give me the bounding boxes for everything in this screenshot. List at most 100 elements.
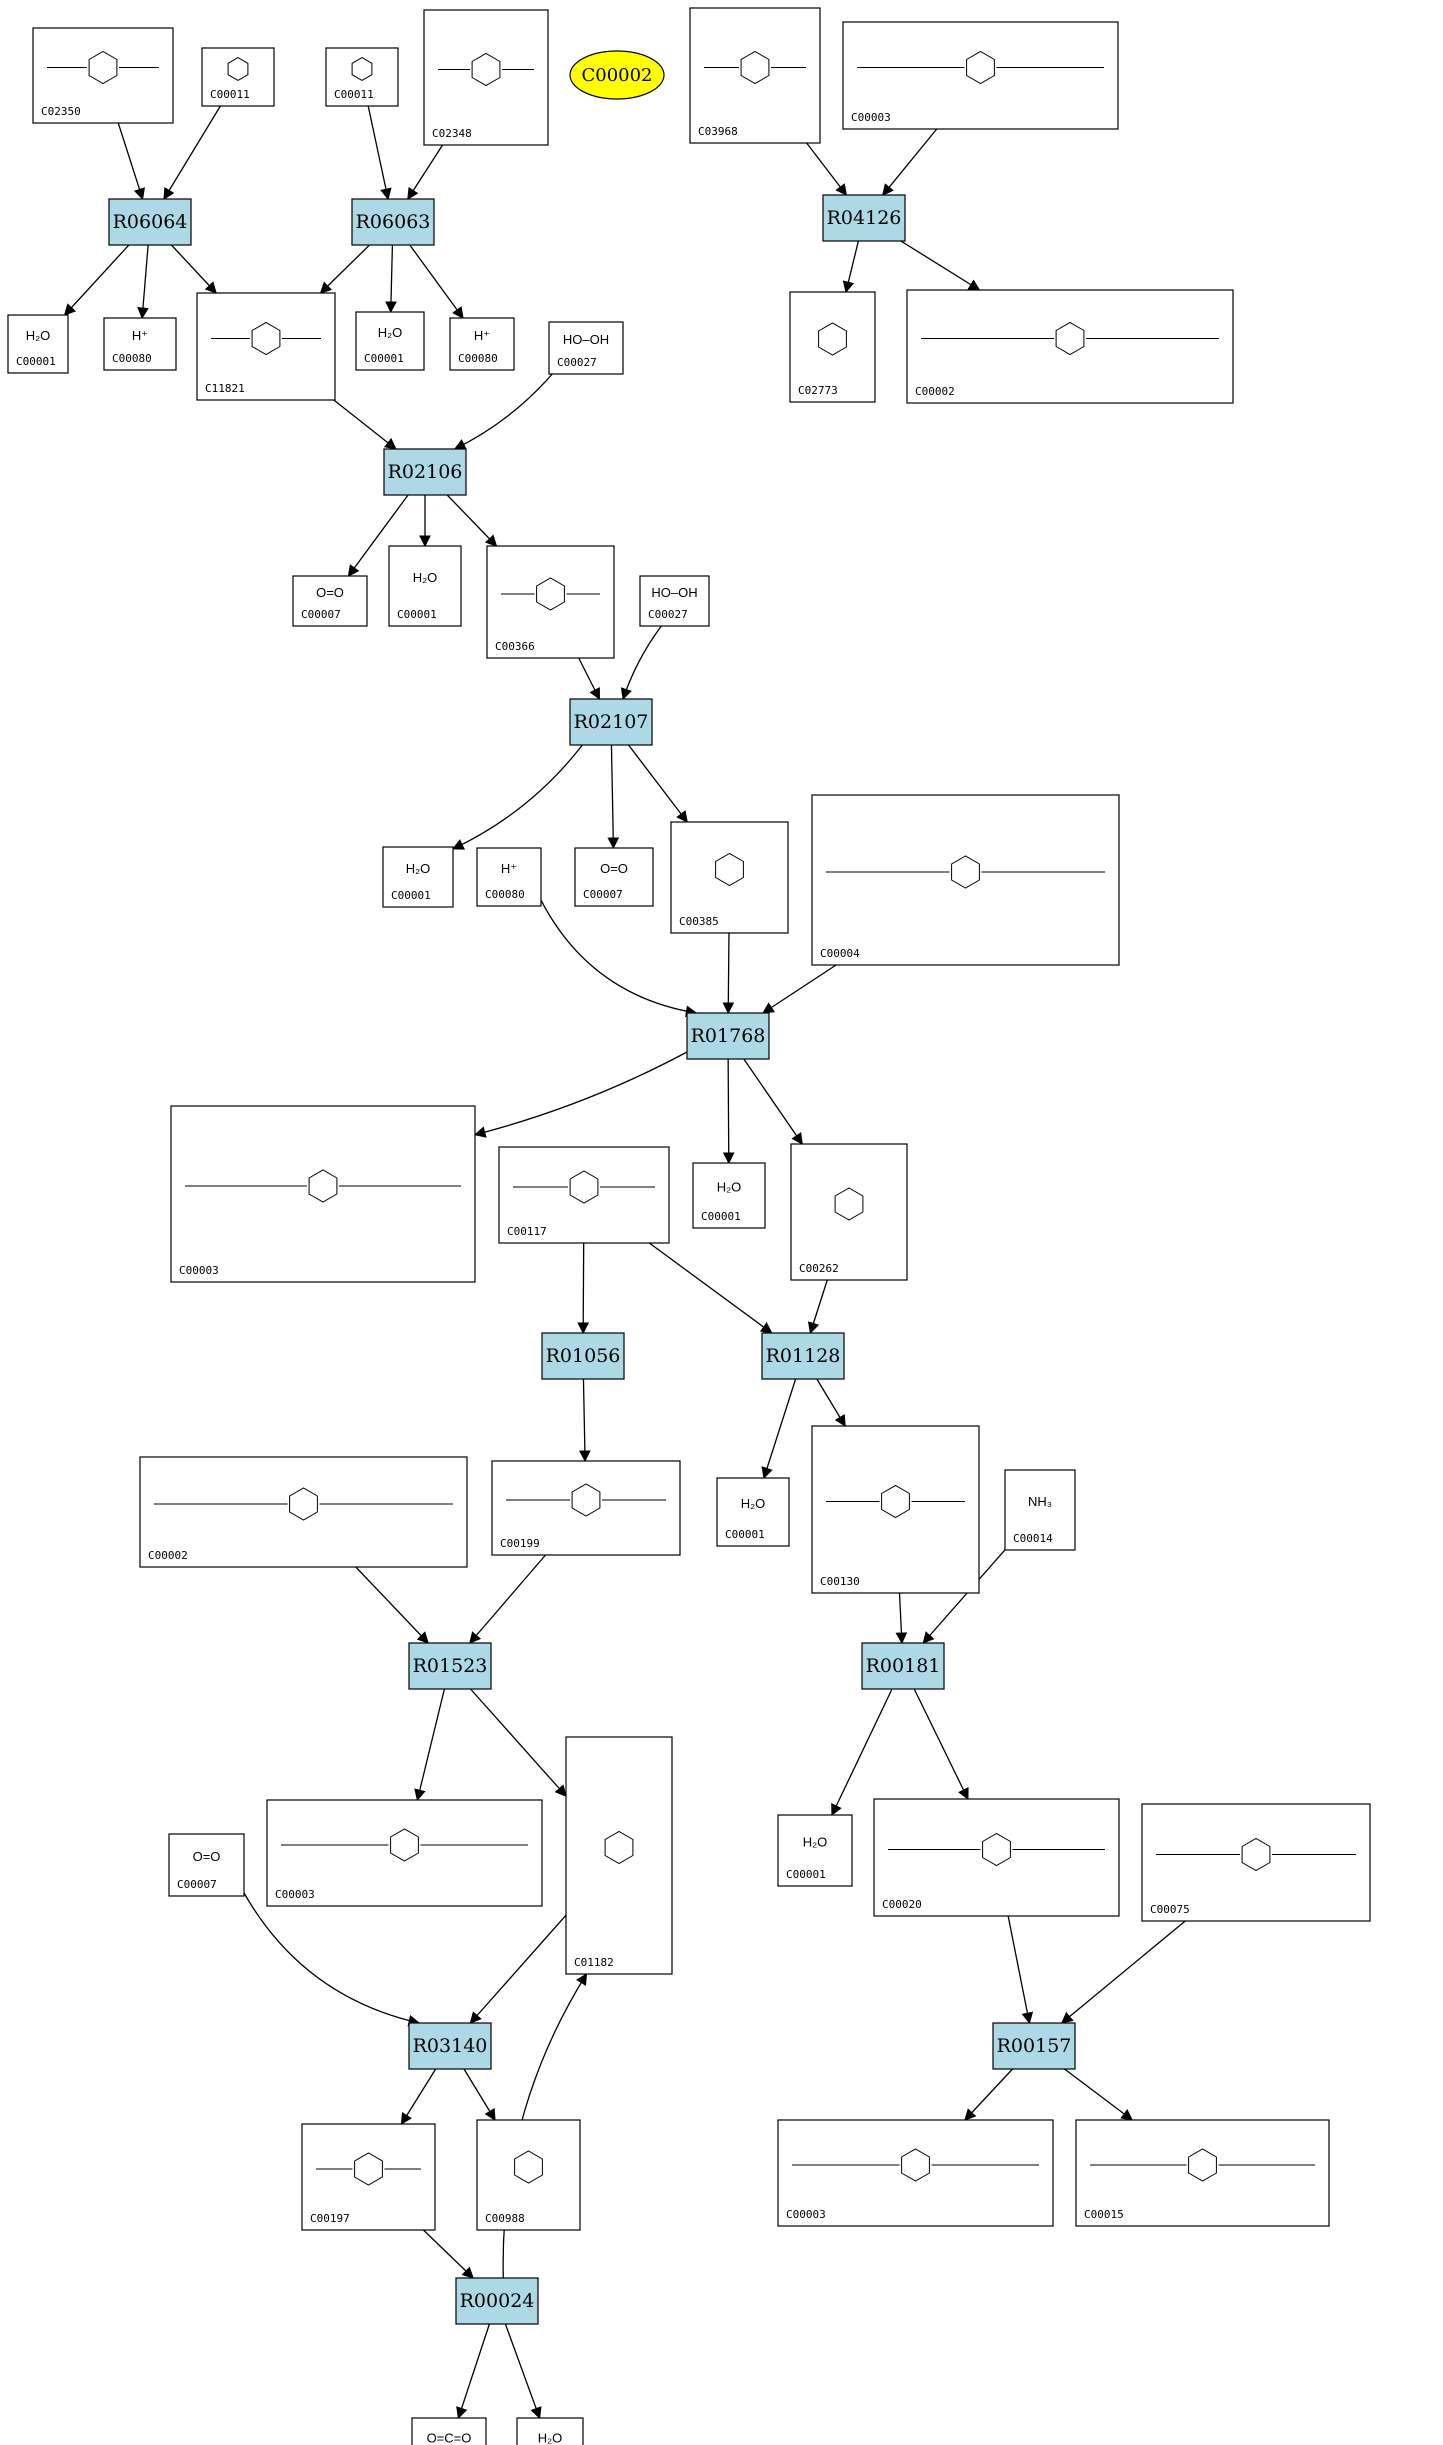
reaction-r03140[interactable]: R03140	[408, 2022, 492, 2070]
compound-c03968[interactable]: C03968	[689, 7, 821, 144]
structure-sketch-icon	[514, 2150, 543, 2184]
compound-c00002[interactable]: C00002	[139, 1456, 468, 1568]
compound-c00080[interactable]: H⁺C00080	[449, 317, 515, 371]
reaction-r00157[interactable]: R00157	[992, 2022, 1076, 2070]
highlight-compound[interactable]: C00002	[569, 50, 665, 100]
compound-id: C00002	[915, 385, 955, 398]
reaction-r01056[interactable]: R01056	[541, 1332, 625, 1380]
reaction-label: R01128	[766, 1345, 841, 1367]
reaction-label: R06063	[356, 211, 431, 233]
compound-id: C00197	[310, 2212, 350, 2225]
compound-c00117[interactable]: C00117	[498, 1146, 670, 1244]
reaction-label: R01523	[413, 1655, 488, 1677]
reaction-label: R00181	[866, 1655, 941, 1677]
compound-c00001[interactable]: H₂O C00001	[355, 311, 425, 371]
compound-id: C00007	[301, 608, 341, 621]
structure-sketch-icon	[351, 57, 373, 81]
structure-sketch-icon	[818, 322, 847, 356]
compound-id: C00001	[364, 352, 404, 365]
compound-c00011[interactable]: O=C=OC00011	[411, 2417, 487, 2445]
compound-c00199[interactable]: C00199	[491, 1460, 681, 1556]
compound-c00080[interactable]: H⁺C00080	[476, 847, 542, 907]
edge-r11-c41	[1064, 2068, 1134, 2121]
compound-c00011[interactable]: C00011	[201, 47, 275, 107]
structure-sketch-icon	[501, 577, 600, 611]
edge-r8-c33	[470, 1688, 567, 1797]
compound-id: C00002	[148, 1549, 188, 1562]
structure-sketch-icon	[185, 1169, 461, 1203]
reaction-r04126[interactable]: R04126	[822, 194, 906, 242]
compound-c00366[interactable]: C00366	[486, 545, 615, 659]
compound-c00130[interactable]: C00130	[811, 1425, 980, 1594]
compound-formula: HO–OH	[651, 585, 697, 600]
compound-c02350[interactable]: C02350	[32, 27, 174, 124]
compound-id: C02350	[41, 105, 81, 118]
compound-c00003[interactable]: C00003	[777, 2119, 1054, 2227]
reaction-r01523[interactable]: R01523	[408, 1642, 492, 1690]
compound-c00015[interactable]: C00015	[1075, 2119, 1330, 2227]
compound-c00080[interactable]: H⁺C00080	[103, 317, 177, 371]
edge-c24-r6	[577, 1242, 590, 1335]
compound-c00197[interactable]: C00197	[301, 2123, 436, 2231]
compound-formula: NH₃	[1028, 1494, 1052, 1509]
edge-r1-c10	[409, 244, 464, 319]
compound-c00003[interactable]: C00003	[170, 1105, 476, 1283]
reaction-r06063[interactable]: R06063	[351, 198, 435, 246]
compound-c00003[interactable]: C00003	[842, 21, 1119, 130]
reaction-r01128[interactable]: R01128	[761, 1332, 845, 1380]
edge-r2-c12	[842, 240, 860, 294]
edge-c2-r1	[367, 105, 392, 201]
compound-formula: H₂O	[717, 1180, 742, 1195]
compound-c00002[interactable]: C00002	[906, 289, 1234, 404]
compound-formula: H₂O	[378, 325, 403, 340]
edge-c21-r5	[722, 932, 735, 1015]
compound-formula: H₂O	[538, 2431, 563, 2445]
compound-id: C00007	[177, 1878, 217, 1891]
structure-sketch-icon	[792, 2148, 1039, 2182]
compound-formula: H⁺	[501, 861, 517, 876]
compound-c00988[interactable]: C00988	[476, 2119, 581, 2231]
structure-sketch-icon	[211, 321, 321, 356]
compound-c00385[interactable]: C00385	[670, 821, 789, 934]
reaction-r00024[interactable]: R00024	[455, 2277, 539, 2325]
compound-c02348[interactable]: C02348	[423, 9, 549, 146]
compound-c00003[interactable]: C00003	[266, 1799, 543, 1907]
compound-c02773[interactable]: C02773	[789, 291, 876, 403]
structure-sketch-icon	[47, 50, 159, 85]
reaction-r06064[interactable]: R06064	[108, 198, 192, 246]
compound-c01182[interactable]: C01182	[565, 1736, 673, 1975]
compound-c00262[interactable]: C00262	[790, 1143, 908, 1281]
reaction-r02106[interactable]: R02106	[383, 448, 467, 496]
edge-r5-c25	[722, 1058, 735, 1165]
compound-id: C00001	[16, 355, 56, 368]
compound-c00075[interactable]: C00075	[1141, 1803, 1371, 1922]
compound-c00020[interactable]: C00020	[873, 1798, 1120, 1917]
structure-sketch-icon	[826, 855, 1105, 889]
compound-formula: H₂O	[413, 570, 438, 585]
edge-r9-c36	[913, 1688, 969, 1801]
compound-c11821[interactable]: C11821	[196, 292, 336, 401]
compound-c00004[interactable]: C00004	[811, 794, 1120, 966]
reaction-r00181[interactable]: R00181	[861, 1642, 945, 1690]
reaction-r02107[interactable]: R02107	[569, 698, 653, 746]
edge-r6-c28	[579, 1378, 591, 1463]
edge-r10-c38	[400, 2068, 437, 2125]
reaction-r01768[interactable]: R01768	[686, 1012, 770, 1060]
compound-c00011[interactable]: C00011	[325, 47, 399, 107]
edge-c5-r2	[882, 128, 938, 196]
